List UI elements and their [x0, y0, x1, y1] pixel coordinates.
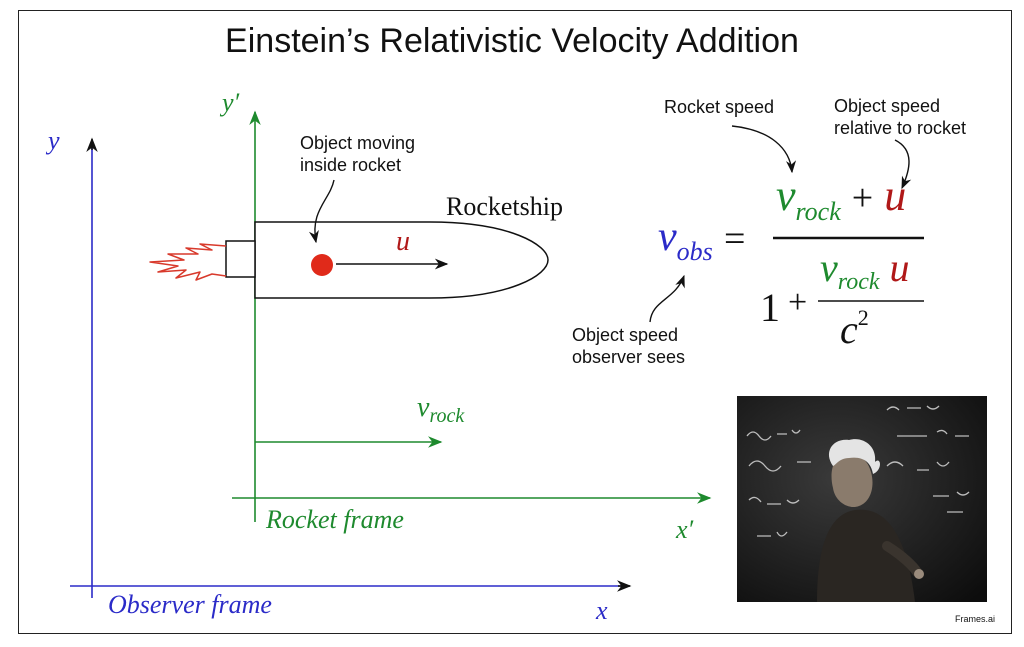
- observer-sees-annotation: Object speed observer sees: [572, 324, 685, 368]
- outer-frame: [18, 10, 1012, 634]
- einstein-photo-drawing: [737, 396, 987, 602]
- einstein-hair: [828, 439, 880, 474]
- eq-num-v: v: [776, 171, 796, 220]
- object-rel-line2: relative to rocket: [834, 118, 967, 138]
- credit-label: Frames.ai: [955, 614, 996, 624]
- rocket-speed-annotation: Rocket speed: [664, 97, 775, 117]
- eq-numerator: vrock + u: [776, 171, 907, 227]
- eq-inner-c: c: [840, 307, 858, 352]
- object-rel-annotation: Object speed relative to rocket: [834, 95, 966, 139]
- eq-inner-numerator: vrock u: [820, 246, 910, 296]
- v-rock-subscript: rock: [429, 405, 465, 427]
- observer-sees-line2: observer sees: [572, 347, 686, 367]
- rocket-x-label: x′: [676, 515, 694, 544]
- v-rock-label: vrock: [417, 392, 465, 427]
- rocket-body: [254, 221, 549, 299]
- observer-sees-line1: Object speed: [572, 325, 679, 345]
- observer-y-label: y: [48, 126, 60, 155]
- rocket-frame-label: Rocket frame: [266, 505, 404, 534]
- eq-inner-sub: rock: [837, 269, 880, 295]
- eq-equals: =: [724, 218, 746, 260]
- eq-lhs-symbol: v: [658, 214, 677, 260]
- observer-frame-label: Observer frame: [108, 590, 272, 619]
- diagram-title: Einstein’s Relativistic Velocity Additio…: [225, 22, 799, 60]
- rocket-nozzle: [225, 240, 256, 278]
- object-annotation-arrow: [308, 179, 335, 244]
- eq-inner-exp: 2: [857, 305, 869, 330]
- eq-den-plus: +: [788, 284, 808, 321]
- einstein-body: [817, 509, 915, 602]
- rocketship-label: Rocketship: [446, 192, 563, 221]
- u-label: u: [396, 226, 410, 257]
- einstein-head: [831, 455, 873, 508]
- eq-inner-v: v: [820, 245, 838, 290]
- eq-inner-u: u: [889, 245, 910, 290]
- eq-lhs-subscript: obs: [676, 237, 713, 266]
- object-annotation-line1: Object moving: [300, 133, 416, 153]
- object-rel-line1: Object speed: [834, 96, 941, 116]
- observer-x-label: x: [596, 596, 608, 625]
- eq-lhs: vobs: [658, 214, 713, 266]
- eq-inner-denominator: c2: [840, 305, 869, 353]
- rocket-speed-arrow: [731, 125, 797, 174]
- eq-den-one: 1: [760, 285, 780, 330]
- eq-num-u: u: [884, 171, 907, 220]
- einstein-photo: [737, 396, 987, 602]
- rocket-flame: [149, 243, 227, 281]
- object-annotation: Object moving inside rocket: [300, 132, 415, 176]
- eq-num-plus: +: [851, 177, 874, 219]
- eq-num-sub: rock: [795, 197, 841, 226]
- object-dot: [311, 254, 333, 276]
- object-annotation-line2: inside rocket: [300, 155, 402, 175]
- v-rock-symbol: v: [417, 392, 430, 423]
- rocket-y-label: y′: [222, 88, 240, 117]
- object-rel-arrow: [894, 139, 912, 190]
- observer-sees-arrow: [649, 274, 685, 323]
